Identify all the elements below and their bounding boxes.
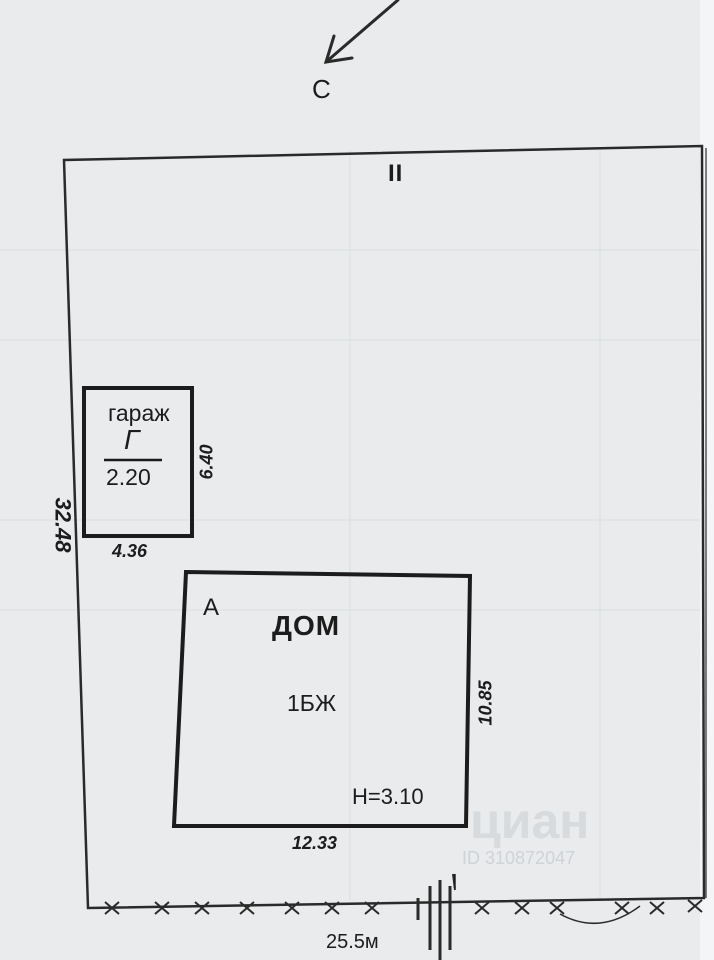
north-arrow-icon [323, 0, 400, 64]
fence-marks [104, 899, 703, 925]
north-label: С [312, 74, 331, 104]
garage-height-dimension: 6.40 [196, 444, 217, 480]
house-class: 1БЖ [287, 690, 337, 716]
house-height: Н=3.10 [352, 784, 424, 809]
frontage-dimension: 25.5м [326, 931, 379, 953]
house-letter: А [203, 594, 220, 621]
garage-width-dimension: 4.36 [112, 541, 148, 561]
gate-label: I [452, 871, 458, 893]
garage-letter: Г [124, 424, 140, 455]
lot-left-dimension: 32.48 [50, 497, 76, 553]
gate-icon [416, 873, 456, 960]
watermark-logo: циан [470, 793, 590, 849]
paper-grid [0, 150, 714, 900]
house-width-dimension: 12.33 [292, 833, 338, 853]
boundary-label: II [388, 160, 404, 187]
watermark-id: ID 310872047 [462, 848, 576, 868]
garage-label: гараж [108, 400, 170, 426]
house-outline [171, 569, 473, 828]
garage-value: 2.20 [106, 464, 151, 490]
house-label: ДОМ [272, 610, 341, 641]
lot-boundary [62, 144, 706, 910]
garage-outline [82, 386, 194, 538]
house-height-dimension: 10.85 [475, 680, 496, 726]
